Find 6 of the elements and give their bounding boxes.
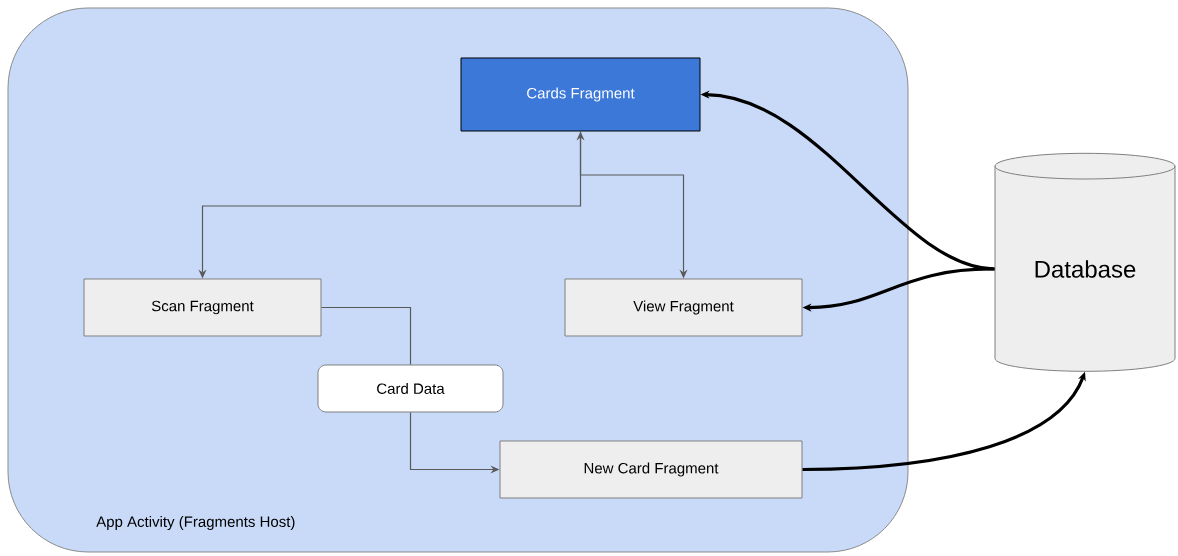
fragment-box: Scan Fragment [83, 278, 322, 337]
fragment-box: View Fragment [564, 278, 803, 337]
fragment-box: Cards Fragment [460, 57, 701, 132]
fragment-box: New Card Fragment [499, 440, 803, 499]
data-box: Card Data [317, 364, 504, 413]
database-cylinder: Database [994, 152, 1176, 372]
